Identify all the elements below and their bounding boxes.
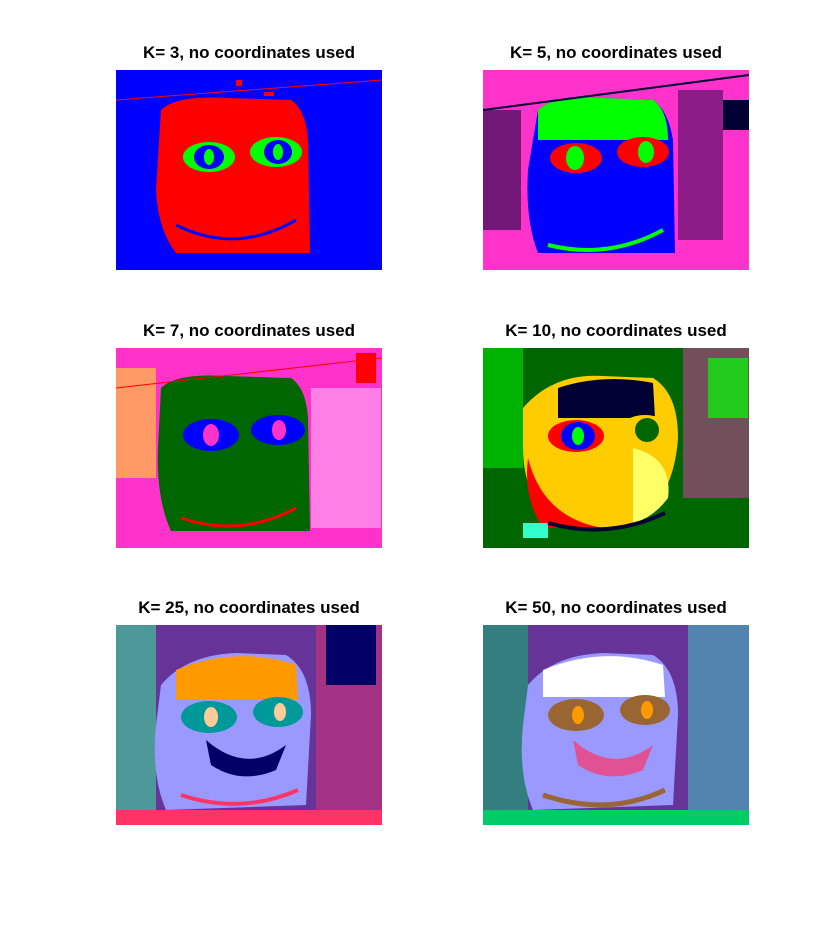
panel-title: K= 5, no coordinates used bbox=[509, 43, 723, 62]
segmented-image-k7 bbox=[116, 348, 382, 548]
segmented-image-k25 bbox=[116, 625, 382, 825]
panel-title: K= 7, no coordinates used bbox=[142, 321, 356, 340]
panel-title: K= 10, no coordinates used bbox=[505, 321, 727, 340]
segmented-image-k3 bbox=[116, 70, 382, 270]
panel-title: K= 50, no coordinates used bbox=[505, 598, 727, 617]
panel-title: K= 25, no coordinates used bbox=[138, 598, 360, 617]
segmented-image-k50 bbox=[483, 625, 749, 825]
panel-title: K= 3, no coordinates used bbox=[142, 43, 356, 62]
segmented-image-k10 bbox=[483, 348, 749, 548]
segmented-image-k5 bbox=[483, 70, 749, 270]
